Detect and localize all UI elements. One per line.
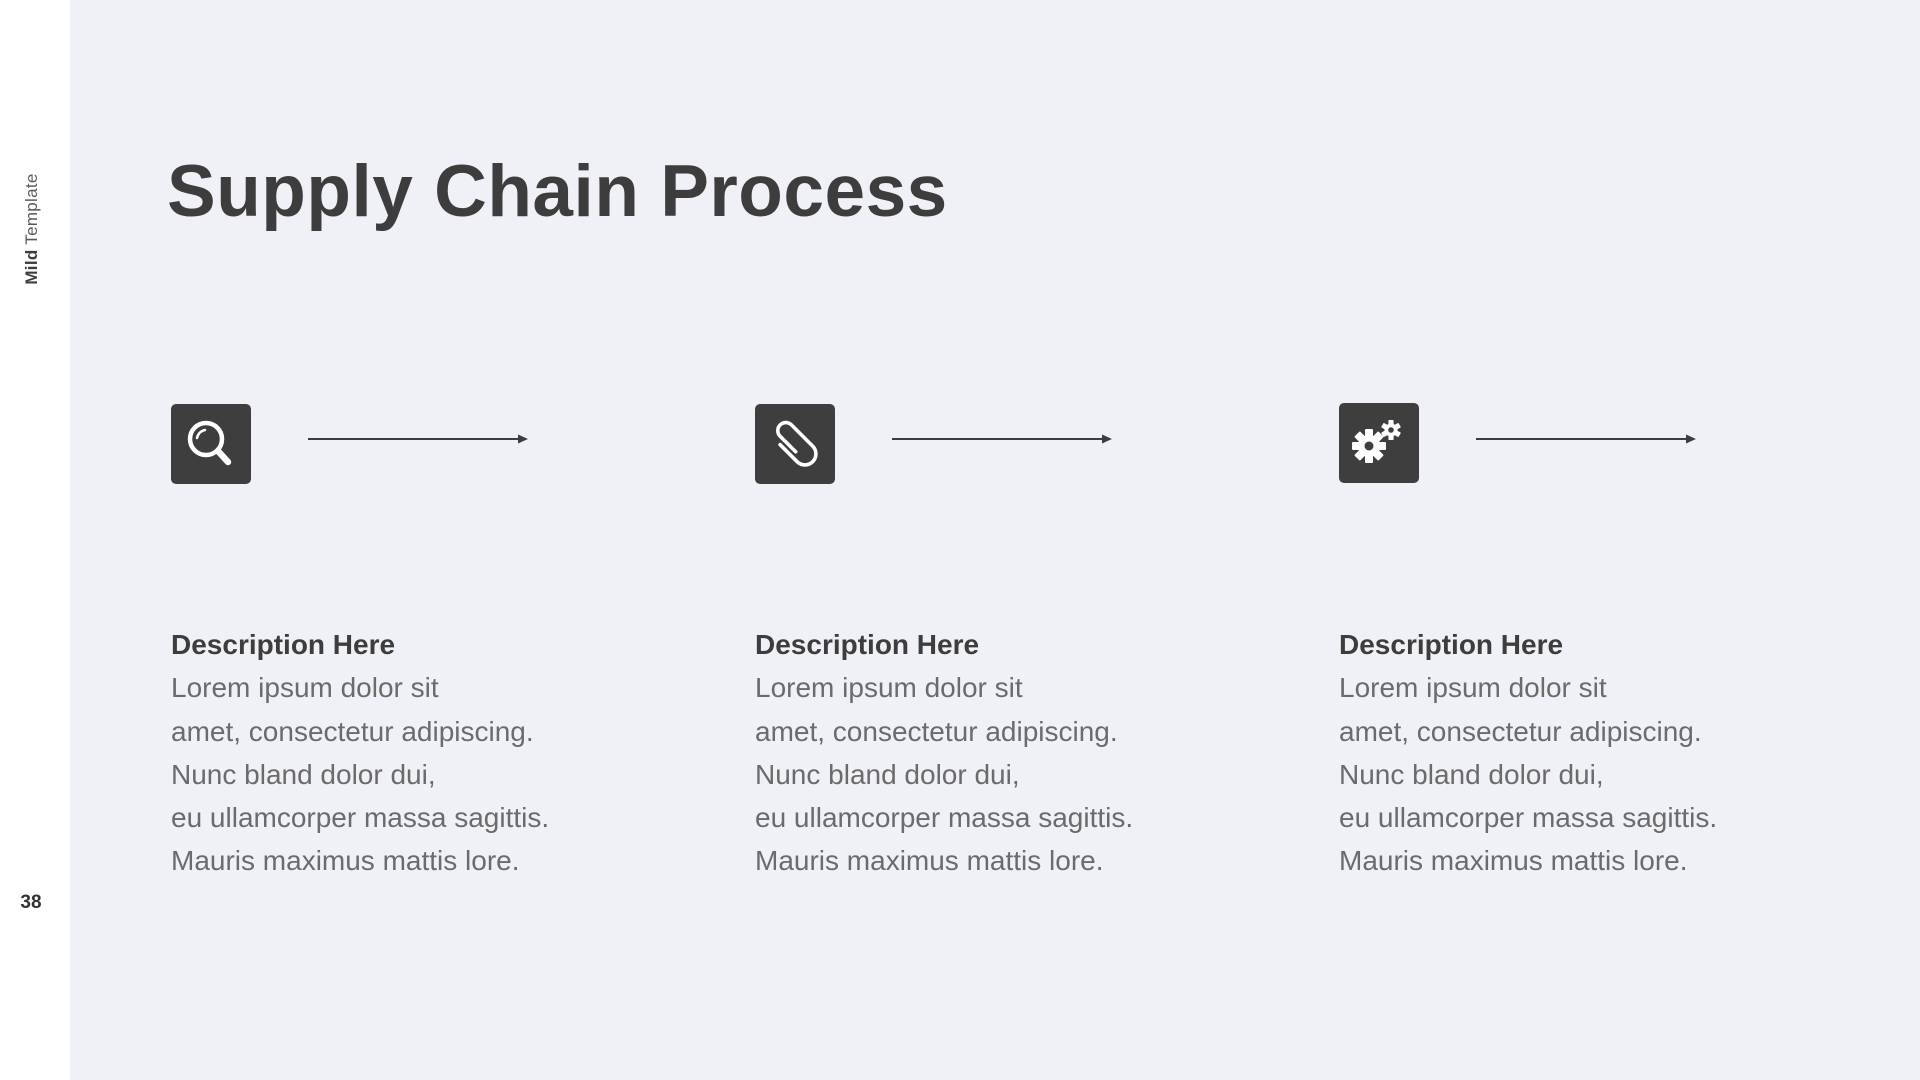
step-text-line: Lorem ipsum dolor sit [1339, 672, 1607, 704]
step-heading: Description Here [1339, 629, 1564, 660]
arrow-right-icon [308, 434, 528, 444]
process-step-3: Description Here Lorem ipsum dolor sit a… [1339, 0, 1819, 1080]
gears-icon [1339, 403, 1419, 483]
process-step-2: Description Here Lorem ipsum dolor sit a… [755, 0, 1235, 1080]
step-text-line: Mauris maximus mattis lore. [755, 845, 1104, 877]
slide-title: Supply Chain Process [167, 151, 948, 232]
step-text-line: Nunc bland dolor dui, [755, 758, 1020, 790]
brand-name-light: Template [22, 173, 41, 250]
paperclip-icon [755, 404, 835, 484]
step-text-line: Lorem ipsum dolor sit [171, 672, 439, 704]
arrow-right-icon [1476, 434, 1696, 444]
step-description: Description Here Lorem ipsum dolor sit a… [171, 623, 641, 883]
step-text-line: Nunc bland dolor dui, [1339, 758, 1604, 790]
step-text-line: Nunc bland dolor dui, [171, 758, 436, 790]
process-step-1: Description Here Lorem ipsum dolor sit a… [171, 0, 651, 1080]
step-text-line: amet, consectetur adipiscing. [1339, 715, 1702, 747]
step-heading: Description Here [171, 629, 396, 660]
brand-name-bold: Mild [22, 249, 41, 285]
arrow-right-icon [892, 434, 1112, 444]
step-text-line: amet, consectetur adipiscing. [755, 715, 1118, 747]
step-text-line: Mauris maximus mattis lore. [171, 845, 520, 877]
slide-content: Supply Chain Process Description Here Lo… [70, 0, 1920, 1080]
step-text-line: amet, consectetur adipiscing. [171, 715, 534, 747]
step-heading: Description Here [755, 629, 980, 660]
step-text-line: Lorem ipsum dolor sit [755, 672, 1023, 704]
search-icon [171, 404, 251, 484]
step-description: Description Here Lorem ipsum dolor sit a… [755, 623, 1225, 883]
step-text-line: eu ullamcorper massa sagittis. [755, 802, 1134, 834]
step-text-line: Mauris maximus mattis lore. [1339, 845, 1688, 877]
step-text-line: eu ullamcorper massa sagittis. [1339, 802, 1718, 834]
step-text-line: eu ullamcorper massa sagittis. [171, 802, 550, 834]
sidebar: Mild Template 38 [0, 0, 70, 1080]
page-number: 38 [20, 892, 42, 913]
brand-label: Mild Template [22, 173, 42, 284]
step-description: Description Here Lorem ipsum dolor sit a… [1339, 623, 1809, 883]
